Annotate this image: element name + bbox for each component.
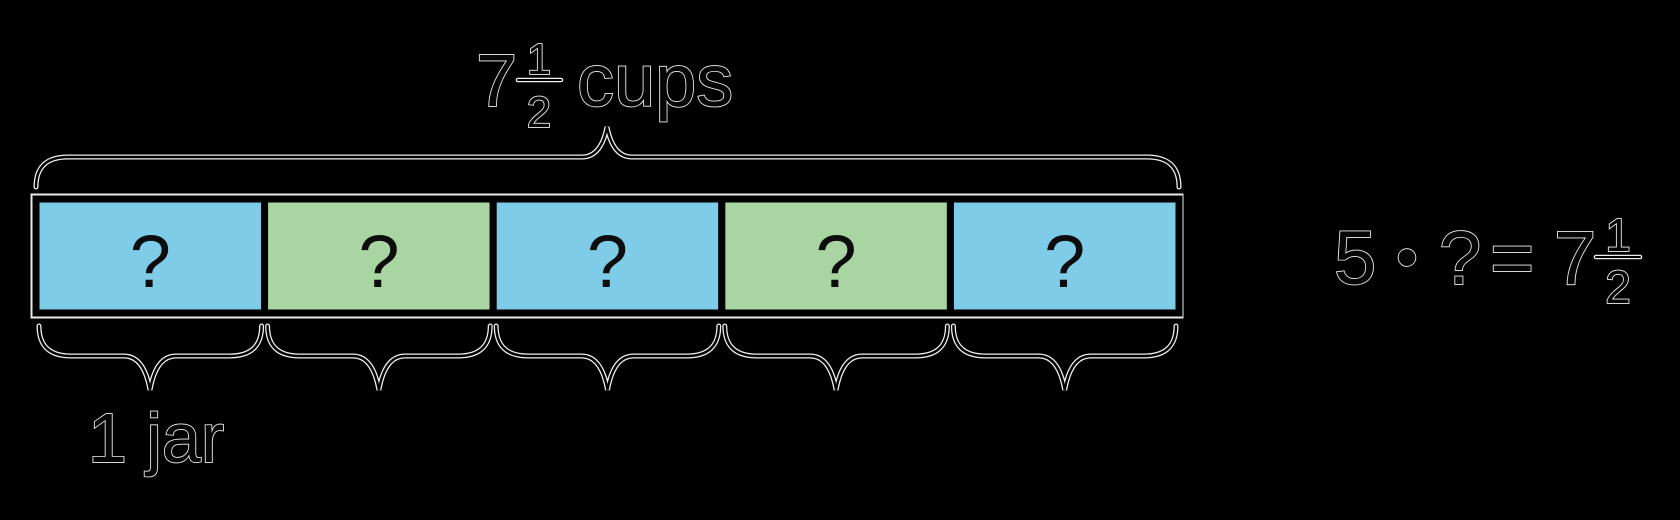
total-unit: cups [577,39,733,122]
equation-factor: 5 [1334,216,1376,301]
tape-cell-1-label: ? [130,220,171,303]
total-label: 7 1 2 cups [475,34,734,138]
tape-cell-2-label: ? [358,220,399,303]
tape-cell-4-label: ? [816,220,857,303]
tape-cell-5-label: ? [1044,220,1085,303]
equation-unknown: ? [1439,216,1481,301]
tape-cell-2 [261,195,497,317]
equation-fraction-numerator: 1 [1605,209,1631,261]
equation-whole-number: 7 [1554,216,1596,301]
equation-fraction-denominator: 2 [1605,261,1631,313]
equation: 5 • ? = 7 1 2 [1333,208,1643,314]
total-fraction-numerator: 1 [527,35,551,84]
tape-cell-5 [946,195,1183,317]
tape-cell-3-label: ? [587,220,628,303]
multiplication-dot-icon: • [1396,223,1418,292]
total-whole-number: 7 [476,39,517,122]
total-fraction-denominator: 2 [527,88,551,137]
unit-label: 1 jar [88,399,224,477]
tape: ? ? ? ? ? [30,193,1184,319]
tape-cell-3 [489,195,726,317]
equals-sign: = [1490,216,1534,301]
